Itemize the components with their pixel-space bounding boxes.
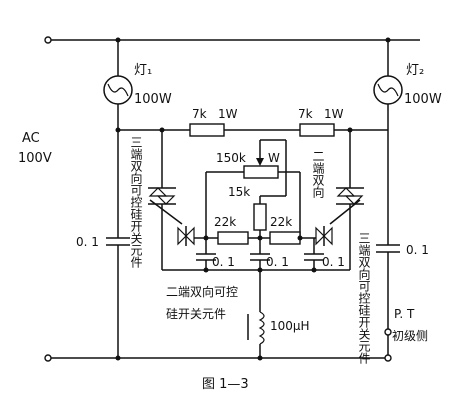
figure-caption: 图 1—3 [202, 377, 249, 392]
cap-right-label: 0. 1 [406, 243, 429, 257]
r-top-right-value: 7k [298, 107, 313, 121]
resistor-22k-row [194, 231, 316, 245]
ac-label: AC [22, 131, 40, 146]
cap-b1-label: 0. 1 [212, 255, 235, 269]
left-triac-vertical-text: 三端双向可控硅开关元件 [129, 136, 143, 268]
lamp1-symbol [103, 37, 133, 130]
lamp2-power-label: 100W [404, 92, 442, 107]
lamp1-label: 灯₁ [134, 63, 152, 78]
r-top-left-power: 1W [218, 107, 238, 121]
r-15k-label: 15k [228, 185, 250, 199]
r-top-left-value: 7k [192, 107, 207, 121]
right-diac [315, 226, 333, 246]
pot-150k [243, 165, 279, 179]
resistor-7k-right [299, 123, 335, 137]
bottom-capacitors [196, 238, 324, 270]
lamp2-label: 灯₂ [406, 63, 424, 78]
diac-bottom-line2: 硅开关元件 [166, 307, 226, 321]
inductor-100uH [247, 270, 265, 361]
pt-label-line2: 初级侧 [392, 329, 428, 343]
left-triac [148, 130, 183, 270]
bottom-rail [44, 354, 385, 362]
r-22k-right-label: 22k [270, 215, 292, 229]
left-capacitor-branch [106, 127, 130, 361]
cap-b3-label: 0. 1 [322, 255, 345, 269]
right-triac [329, 130, 364, 270]
r-top-right-power: 1W [324, 107, 344, 121]
ac-voltage-label: 100V [18, 151, 52, 166]
top-rail [44, 36, 420, 44]
resistor-7k-left [189, 123, 225, 137]
resistor-22k-right [269, 231, 301, 245]
left-diac [177, 226, 195, 246]
pt-label-line1: P. T [394, 307, 415, 321]
cap-left-label: 0. 1 [76, 235, 99, 249]
right-capacitor-branch [376, 130, 400, 362]
r-22k-left-label: 22k [214, 215, 236, 229]
diac-right-vertical-text: 二端双向 [311, 150, 325, 198]
inner-top-rail [118, 123, 388, 137]
pot-network [205, 139, 301, 238]
pot-value-label: 150k [216, 151, 246, 165]
lamp1-power-label: 100W [134, 92, 172, 107]
diac-bottom-line1: 二端双向可控 [166, 284, 238, 299]
pot-power-label: W [268, 151, 280, 165]
resistor-22k-left [217, 231, 249, 245]
right-triac-vertical-text-lower: 三端双向可控硅开关元件 [357, 232, 371, 364]
cap-b2-label: 0. 1 [266, 255, 289, 269]
inductor-label: 100μH [270, 319, 310, 333]
resistor-15k [253, 203, 267, 231]
lamp2-symbol [373, 37, 403, 130]
